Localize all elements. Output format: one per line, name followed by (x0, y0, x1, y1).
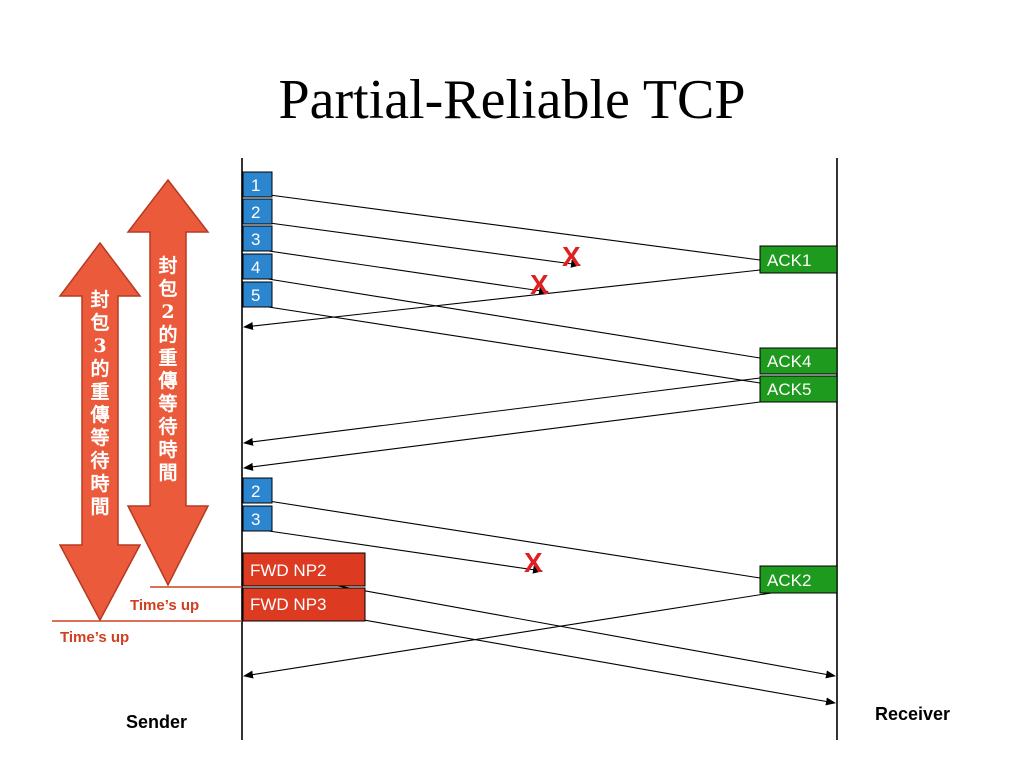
receiver-label: Receiver (875, 704, 950, 724)
fwd-box-np3 (242, 587, 366, 622)
packet-box-5 (242, 281, 273, 308)
message-line-ack4-return (243, 377, 761, 446)
timer-text-glyph: 待 (90, 449, 109, 472)
timer-text-glyph: 包 (158, 277, 177, 300)
packet-label-4: 4 (251, 258, 260, 277)
message-line-packet-1 (261, 193, 761, 261)
forward-boxes: FWD NP2 FWD NP3 (242, 552, 366, 622)
packet-box-retransmit-2 (242, 477, 273, 504)
loss-mark-retransmit-3: X (524, 547, 543, 578)
timer-text-glyph: 等 (157, 392, 177, 415)
fwd-label-np2: FWD NP2 (250, 561, 327, 580)
timer-text-glyph: 的 (90, 357, 109, 380)
message-line-ack5-return (243, 401, 761, 471)
fwd-label-np3: FWD NP3 (250, 595, 327, 614)
timer-text-glyph: 包 (90, 311, 109, 334)
timer-text-glyph: 間 (90, 496, 109, 518)
timer-text-glyph: 重 (90, 381, 109, 403)
ack-box-2 (759, 565, 838, 594)
timer-text-glyph: 等 (89, 426, 109, 449)
packet-box-3 (242, 225, 273, 252)
timer-text-glyph: 間 (158, 462, 177, 484)
timer-text-glyph: 傳 (89, 403, 109, 426)
message-line-packet-4 (261, 277, 761, 359)
ack-box-4 (759, 347, 838, 375)
ack-box-1 (759, 245, 838, 274)
packet-label-1: 1 (251, 176, 260, 195)
fwd-box-np2 (242, 552, 366, 587)
timer-arrow-shape-packet-2 (126, 178, 210, 587)
ack-box-5 (759, 375, 838, 403)
packet-box-retransmit-3 (242, 505, 273, 532)
packet-box-4 (242, 253, 273, 280)
timer-text-glyph: 時 (90, 473, 109, 495)
message-line-packet-5 (261, 305, 761, 384)
packet-box-2 (242, 198, 273, 225)
message-line-ack2-return (243, 589, 791, 679)
loss-mark-packet-2: X (562, 241, 581, 272)
message-line-packet-3-lost (261, 249, 549, 295)
packet-boxes: 1 2 3 4 5 2 3 (242, 171, 273, 532)
ack-boxes: ACK1 ACK4 ACK5 ACK2 (759, 245, 838, 594)
timer-text-glyph: 封 (158, 254, 177, 277)
ack-label-4: ACK4 (767, 352, 811, 371)
message-line-retransmit-2 (261, 499, 761, 579)
ack-label-1: ACK1 (767, 251, 811, 270)
timer-text-glyph: 封 (90, 288, 109, 311)
timer-text-glyph: 的 (158, 323, 177, 346)
packet-box-1 (242, 171, 273, 198)
timer-text-glyph: 時 (158, 439, 177, 461)
time-up-label-packet-3: Time’s up (60, 629, 129, 646)
timer-arrow-shape-packet-3 (58, 241, 142, 622)
packet-label-3: 3 (251, 230, 260, 249)
ack-label-5: ACK5 (767, 380, 811, 399)
message-line-ack1-return (243, 269, 761, 330)
timer-text-glyph: 3 (93, 335, 106, 357)
slide-title: Partial-Reliable TCP (278, 69, 745, 131)
message-line-packet-2-lost (261, 221, 581, 268)
timer-text-glyph: 2 (161, 301, 174, 323)
message-lines (243, 193, 836, 706)
loss-mark-packet-3: X (530, 269, 549, 300)
sender-label: Sender (126, 712, 187, 732)
timer-text-glyph: 待 (158, 415, 177, 438)
timer-text-glyph: 重 (158, 347, 177, 369)
timer-text-glyph: 傳 (157, 369, 177, 392)
packet-label-5: 5 (251, 286, 260, 305)
message-line-retransmit-3-lost (261, 529, 543, 574)
packet-label-retransmit-3: 3 (251, 510, 260, 529)
packet-label-2: 2 (251, 203, 260, 222)
packet-label-retransmit-2: 2 (251, 482, 260, 501)
ack-label-2: ACK2 (767, 571, 811, 590)
time-up-label-packet-2: Time’s up (130, 597, 199, 614)
